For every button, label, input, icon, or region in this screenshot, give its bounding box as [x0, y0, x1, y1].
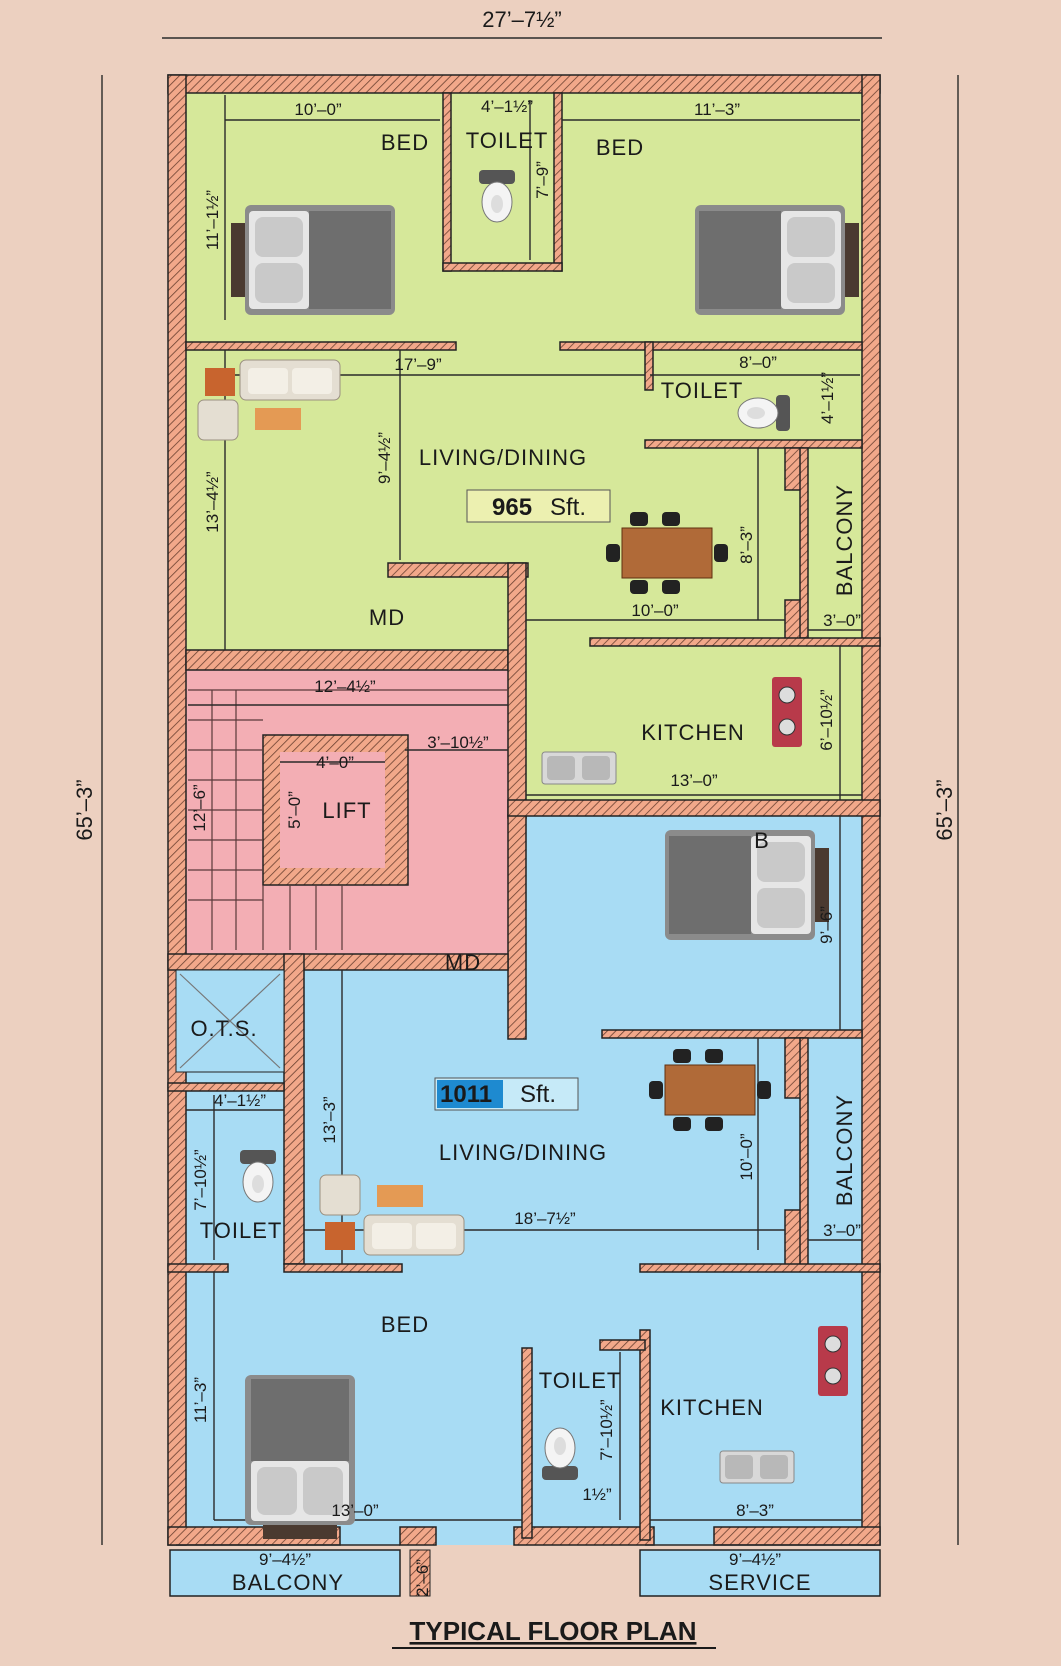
sofa-icon: [363, 1214, 465, 1256]
dim-kitchen-w: 13’–0”: [670, 771, 718, 790]
dim-living-h2: 13’–4½”: [203, 471, 222, 533]
dim-balc-gap: 2’–6”: [413, 1559, 432, 1597]
walls: [167, 74, 881, 1546]
area-upper-unit: Sft.: [550, 494, 586, 521]
overall-height-right: 65’–3”: [932, 779, 957, 840]
main-door-upper-label: MD: [369, 605, 405, 630]
balcony-bottom-label: BALCONY: [232, 1570, 344, 1595]
dim-toilet2-w: 1½”: [582, 1485, 612, 1504]
dim-bed-lower-w: 13’–0”: [331, 1501, 379, 1520]
kitchen-lower-label: KITCHEN: [660, 1395, 764, 1420]
sink-icon: [719, 1450, 795, 1484]
ots-cross: [179, 973, 281, 1069]
armchair-icon: [319, 1174, 361, 1216]
coffee-table-icon: [255, 408, 301, 430]
dim-balcony-lower-w: 3’–0”: [823, 1221, 861, 1240]
dim-stair-h: 12’–6”: [190, 784, 209, 832]
balcony-lower-label: BALCONY: [832, 1094, 857, 1206]
dim-bed-right-w: 11’–3”: [694, 100, 740, 119]
dim-toilet-w: 4’–1½”: [481, 97, 533, 116]
side-table-icon: [205, 368, 235, 396]
toilet-bottom-label: TOILET: [539, 1368, 622, 1393]
dim-living-lower-h: 13’–3”: [320, 1096, 339, 1144]
dim-dining-lower-h: 10’–0”: [737, 1133, 756, 1181]
toilet-right-label: TOILET: [661, 378, 744, 403]
dim-balc-bottom-w: 9’–4½”: [259, 1550, 311, 1569]
dim-service-w: 9’–4½”: [729, 1550, 781, 1569]
dim-bed-lower-h: 11’–3”: [191, 1377, 210, 1423]
staircase: [188, 689, 508, 950]
ots-label: O.T.S.: [190, 1016, 257, 1041]
dim-toilet-left-h: 7’–10½”: [191, 1149, 210, 1211]
kitchen-upper-label: KITCHEN: [641, 720, 745, 745]
dim-stair-w: 12’–4½”: [314, 677, 376, 696]
toilet-top-label: TOILET: [466, 128, 549, 153]
dim-kitchen-h: 6’–10½”: [817, 689, 836, 751]
dim-bed-left-h: 11’–1½”: [203, 190, 222, 251]
lower-unit-fill: [168, 815, 880, 1545]
area-lower-unit: Sft.: [520, 1081, 556, 1108]
lift-label: LIFT: [322, 798, 371, 823]
dim-dining-w: 10’–0”: [631, 601, 679, 620]
bed-icon: [231, 205, 395, 315]
living-upper-label: LIVING/DINING: [419, 445, 587, 470]
bed-icon: [695, 205, 859, 315]
dim-balcony-upper-w: 3’–0”: [823, 611, 861, 630]
dim-lift-outer: 3’–10½”: [427, 733, 489, 752]
coffee-table-icon: [377, 1185, 423, 1207]
dim-living-h1: 9’–4½”: [375, 432, 394, 484]
dim-toilet2-h: 7’–10½”: [597, 1399, 616, 1461]
area-box-upper: [466, 489, 611, 523]
side-table-icon: [325, 1222, 355, 1250]
stove-icon: [771, 676, 803, 748]
dim-bed-top-lower-h: 9’–6”: [817, 906, 836, 944]
bed-top-lower-label: B: [754, 828, 770, 853]
area-lower-value: 1011: [440, 1081, 492, 1108]
dim-living-w: 17’–9”: [394, 355, 442, 374]
sofa-icon: [239, 359, 341, 401]
bed-bottom-label: BED: [381, 1312, 429, 1337]
service-fill: [640, 1550, 880, 1596]
bed-left-label: BED: [381, 130, 429, 155]
overall-height-left: 65’–3”: [72, 779, 97, 840]
stove-icon: [817, 1325, 849, 1397]
dim-living-lower-w: 18’–7½”: [514, 1209, 576, 1228]
balcony-upper-label: BALCONY: [832, 484, 857, 596]
armchair-icon: [197, 399, 239, 441]
dim-toilet-right-h: 4’–1½”: [818, 372, 837, 424]
dim-toilet-left-w: 4’–1½”: [214, 1091, 266, 1110]
dim-toilet-right-w: 8’–0”: [739, 353, 777, 372]
plan-title: TYPICAL FLOOR PLAN: [410, 1616, 697, 1646]
balcony-bottom-fill: [170, 1550, 400, 1596]
living-lower-label: LIVING/DINING: [439, 1140, 607, 1165]
main-door-lower-label: MD: [445, 950, 481, 975]
sink-icon: [541, 751, 617, 785]
dim-dining-h: 8’–3”: [737, 526, 756, 564]
area-upper-value: 965: [492, 494, 532, 521]
toilet-left-label: TOILET: [200, 1218, 283, 1243]
dim-kitchen-lower-w: 8’–3”: [736, 1501, 774, 1520]
dim-bed-left-w: 10’–0”: [294, 100, 342, 119]
dimension-lines: [101, 37, 959, 1546]
service-label: SERVICE: [708, 1570, 811, 1595]
dim-toilet-h: 7’–9”: [533, 161, 552, 199]
dim-lift-h: 5’–0”: [285, 791, 304, 829]
overall-width: 27’–7½”: [482, 7, 562, 32]
bed-icon: [665, 830, 829, 940]
dim-lift-w: 4’–0”: [316, 753, 354, 772]
area-lower-highlight: [437, 1080, 503, 1108]
bed-right-label: BED: [596, 135, 644, 160]
